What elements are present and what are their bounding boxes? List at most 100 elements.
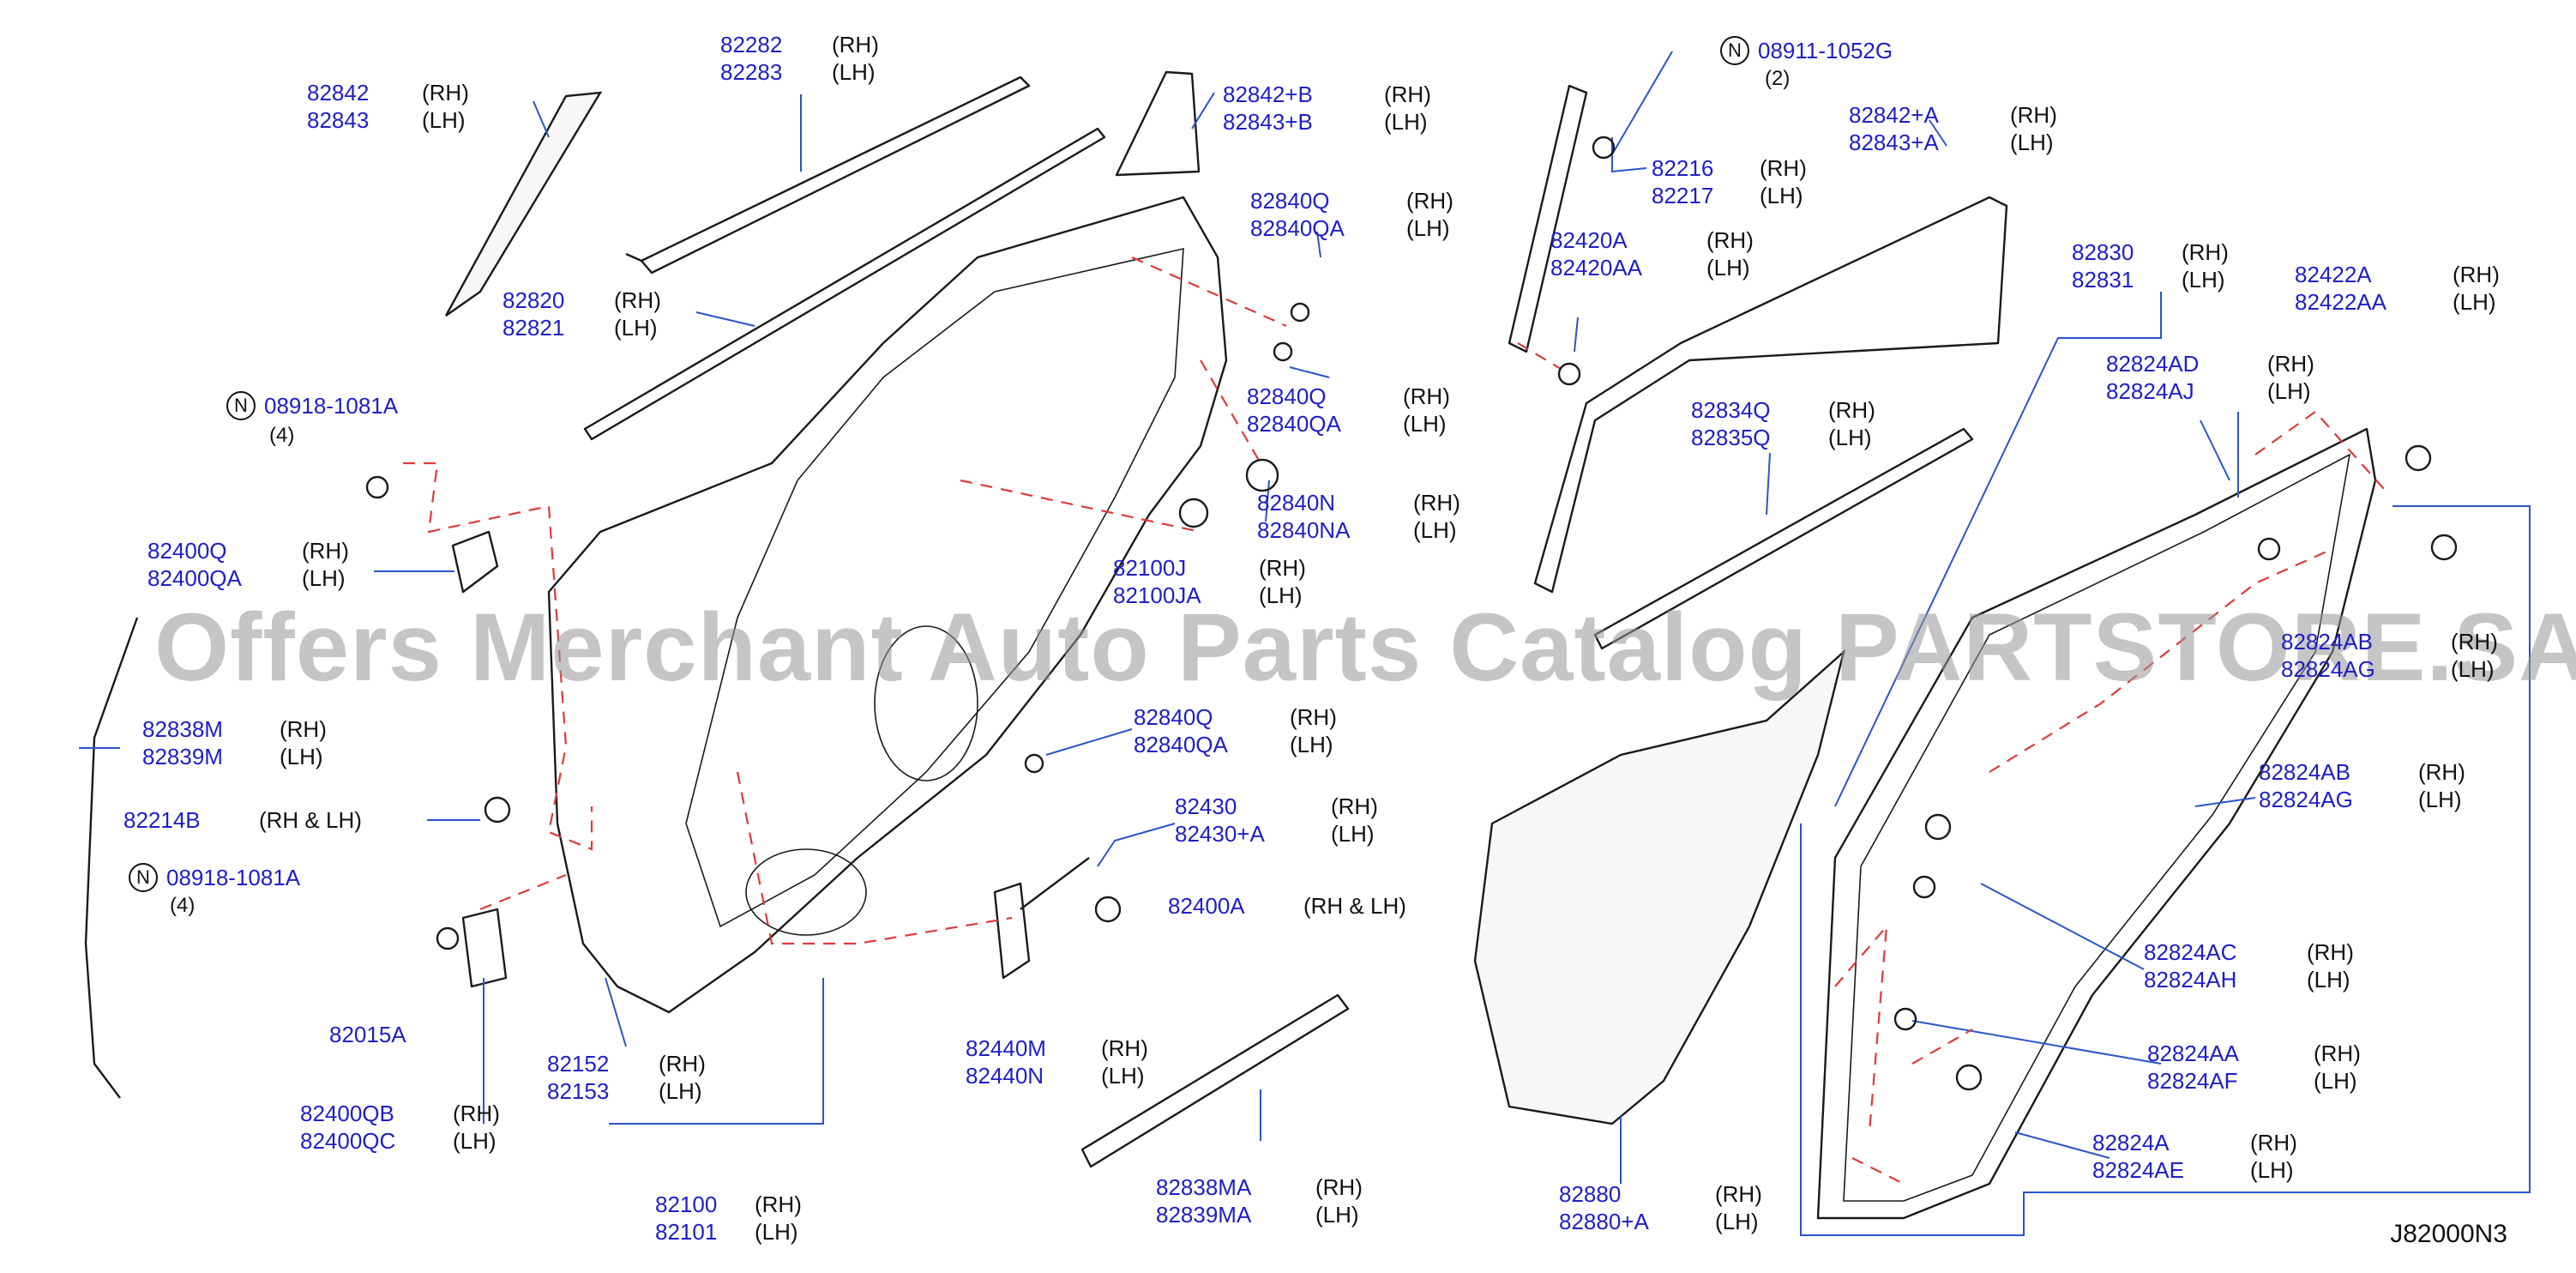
part-number[interactable]: 82820 bbox=[503, 287, 565, 313]
door-glass bbox=[1473, 649, 1846, 1125]
part-number[interactable]: 82400QB bbox=[300, 1101, 394, 1126]
part-number[interactable]: 82840QA bbox=[1247, 411, 1341, 437]
quantity: (4) bbox=[269, 424, 295, 447]
part-number[interactable]: 82824AJ bbox=[2106, 378, 2194, 404]
part-number[interactable]: 82843+A bbox=[1849, 130, 1939, 155]
n-circle-icon: N bbox=[129, 863, 158, 892]
part-number[interactable]: 82101 bbox=[655, 1219, 718, 1245]
part-number[interactable]: 82824A bbox=[2092, 1130, 2170, 1155]
part-number[interactable]: 82840Q bbox=[1250, 188, 1330, 214]
n-ref-08911: N 08911-1052G bbox=[1720, 36, 1893, 65]
part-number[interactable]: 82843+B bbox=[1223, 109, 1313, 135]
part-number[interactable]: 82831 bbox=[2072, 267, 2134, 293]
part-number[interactable]: 82824AE bbox=[2092, 1157, 2184, 1183]
quantity: (4) bbox=[170, 894, 196, 917]
part-number[interactable]: 82842+B bbox=[1223, 81, 1313, 107]
n-ref-08918-lower: N 08918-1081A bbox=[129, 863, 300, 892]
side-label: (RH) bbox=[1259, 555, 1306, 581]
side-label: (RH) bbox=[1706, 227, 1754, 253]
part-number[interactable]: 82420A bbox=[1550, 227, 1628, 253]
side-label: (LH) bbox=[2182, 267, 2225, 293]
part-number[interactable]: 82839M bbox=[142, 744, 223, 769]
part-number[interactable]: 82015A bbox=[329, 1022, 406, 1047]
part-number[interactable]: 82838M bbox=[142, 716, 223, 742]
part-number[interactable]: 82824AB bbox=[2259, 759, 2350, 785]
part-number[interactable]: 82440M bbox=[966, 1035, 1046, 1061]
inner-moulding bbox=[583, 127, 1106, 441]
part-number[interactable]: 82840QA bbox=[1250, 215, 1345, 241]
part-number[interactable]: 82821 bbox=[503, 315, 565, 341]
part-number[interactable]: 08918-1081A bbox=[264, 392, 399, 419]
part-number[interactable]: 82214B bbox=[123, 807, 201, 833]
side-label: (LH) bbox=[2307, 967, 2350, 992]
weatherstrip-left bbox=[84, 617, 139, 1099]
side-label: (LH) bbox=[453, 1128, 497, 1154]
part-number[interactable]: 82153 bbox=[547, 1078, 610, 1104]
n-circle-icon: N bbox=[226, 391, 256, 420]
part-number[interactable]: 82842 bbox=[307, 80, 370, 106]
part-number[interactable]: 08911-1052G bbox=[1758, 37, 1893, 63]
part-number[interactable]: 82835Q bbox=[1691, 425, 1771, 450]
part-number[interactable]: 82216 bbox=[1652, 155, 1714, 181]
part-number[interactable]: 82880+A bbox=[1559, 1209, 1649, 1234]
side-label: (RH) bbox=[2267, 351, 2314, 377]
part-number[interactable]: 82283 bbox=[720, 59, 783, 85]
n-ref-08918-upper: N 08918-1081A bbox=[226, 391, 398, 420]
lower-hinge bbox=[461, 908, 508, 988]
part-number[interactable]: 82430+A bbox=[1175, 821, 1265, 847]
part-number[interactable]: 82834Q bbox=[1691, 397, 1771, 423]
part-number[interactable]: 82838MA bbox=[1156, 1174, 1252, 1200]
part-number[interactable]: 82840N bbox=[1257, 490, 1336, 516]
part-number[interactable]: 82824AG bbox=[2281, 656, 2375, 682]
side-label: (LH) bbox=[1706, 255, 1750, 281]
part-number[interactable]: 82420AA bbox=[1550, 255, 1642, 281]
part-number[interactable]: 82430 bbox=[1175, 793, 1237, 819]
part-number[interactable]: 82824AB bbox=[2281, 629, 2373, 655]
part-number[interactable]: 82400Q bbox=[147, 538, 227, 564]
part-number[interactable]: 82824AC bbox=[2144, 939, 2237, 965]
part-number[interactable]: 82840Q bbox=[1134, 704, 1213, 730]
side-label: (RH) bbox=[2250, 1130, 2297, 1155]
part-number[interactable]: 82824AG bbox=[2259, 787, 2353, 812]
side-label: (RH) bbox=[1413, 490, 1460, 516]
part-number[interactable]: 82824AD bbox=[2106, 351, 2200, 377]
part-number[interactable]: 82217 bbox=[1652, 183, 1714, 208]
part-number[interactable]: 82100J bbox=[1113, 555, 1187, 581]
side-label: (RH & LH) bbox=[1303, 893, 1406, 919]
door-panel bbox=[547, 196, 1228, 1014]
part-number[interactable]: 82842+A bbox=[1849, 102, 1939, 128]
part-number[interactable]: 82824AF bbox=[2147, 1068, 2238, 1094]
part-number[interactable]: 82400QC bbox=[300, 1128, 396, 1154]
upper-hinge bbox=[451, 530, 499, 594]
part-number[interactable]: 82152 bbox=[547, 1051, 610, 1077]
part-number[interactable]: 82282 bbox=[720, 32, 783, 57]
side-label: (LH) bbox=[422, 107, 466, 133]
leader-lines bbox=[79, 51, 2531, 1236]
side-label: (RH & LH) bbox=[259, 807, 362, 833]
part-number[interactable]: 82830 bbox=[2072, 239, 2134, 265]
part-number[interactable]: 82400QA bbox=[147, 565, 242, 591]
side-label: (LH) bbox=[2314, 1068, 2357, 1094]
part-number[interactable]: 82840Q bbox=[1247, 383, 1327, 409]
side-label: (LH) bbox=[2267, 378, 2311, 404]
side-label: (LH) bbox=[2418, 787, 2462, 812]
part-number[interactable]: 82824AA bbox=[2147, 1041, 2239, 1066]
part-number[interactable]: 82880 bbox=[1559, 1181, 1622, 1207]
part-number[interactable]: 82440N bbox=[966, 1063, 1044, 1089]
part-number[interactable]: 82422AA bbox=[2295, 289, 2386, 315]
part-number[interactable]: 82422A bbox=[2295, 262, 2372, 287]
part-number[interactable]: 82400A bbox=[1168, 893, 1245, 919]
part-number[interactable]: 08918-1081A bbox=[166, 864, 301, 890]
part-number[interactable]: 82840NA bbox=[1257, 517, 1351, 543]
part-number[interactable]: 82840QA bbox=[1134, 732, 1228, 757]
side-label: (RH) bbox=[302, 538, 349, 564]
part-number[interactable]: 82824AH bbox=[2144, 967, 2237, 992]
side-label: (LH) bbox=[1384, 109, 1428, 135]
part-number[interactable]: 82100 bbox=[655, 1192, 718, 1217]
part-number[interactable]: 82839MA bbox=[1156, 1202, 1252, 1228]
part-number[interactable]: 82843 bbox=[307, 107, 370, 133]
side-label: (RH) bbox=[280, 716, 327, 742]
side-label: (RH) bbox=[832, 32, 879, 57]
part-number[interactable]: 82100JA bbox=[1113, 582, 1201, 608]
